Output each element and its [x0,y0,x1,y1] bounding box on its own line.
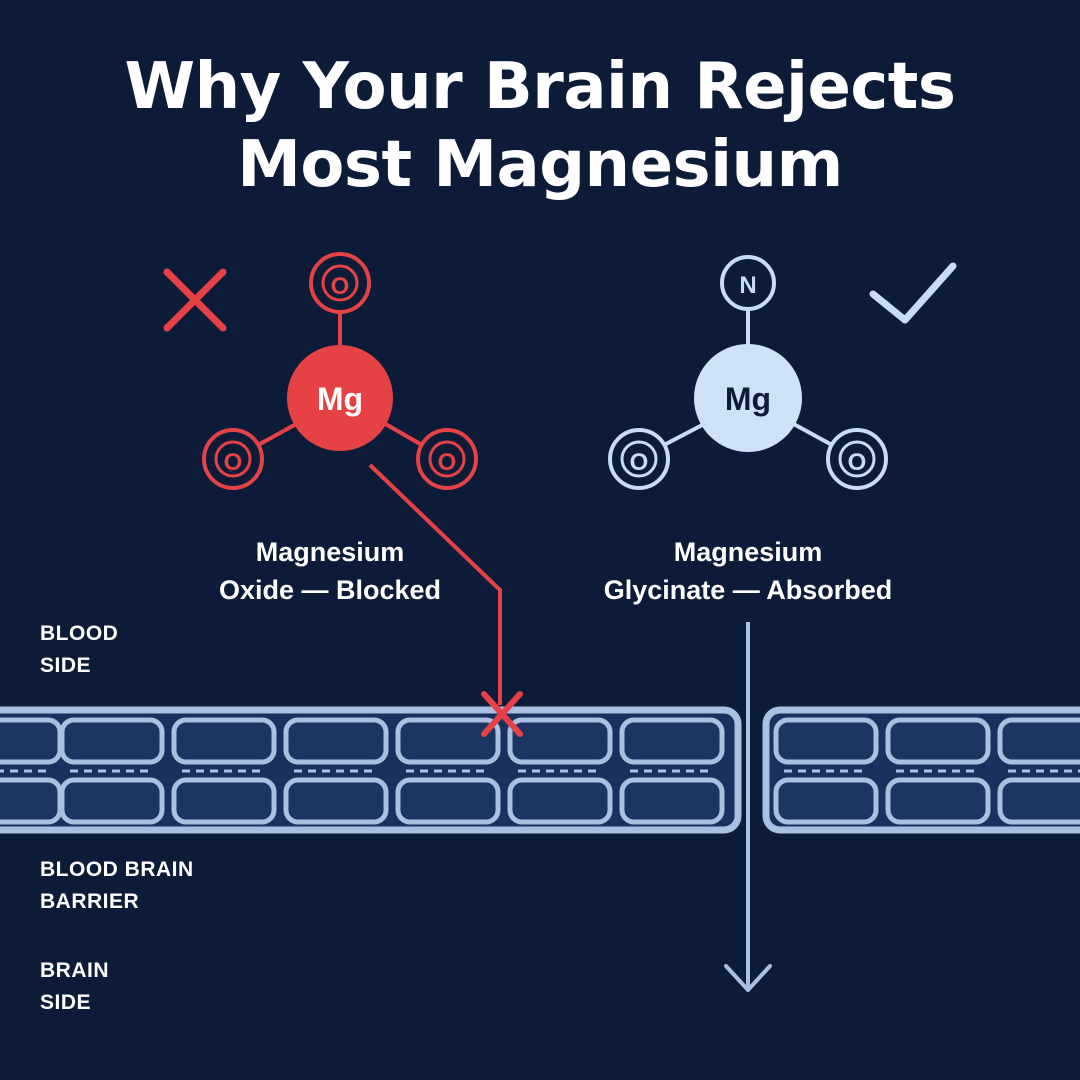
blood-brain-barrier [0,706,1080,834]
glycinate-atom-left-ring [608,428,670,490]
oxide-atom-top-inner [321,264,359,302]
barrier-cell-top [59,717,165,765]
oxide-caption-line-2: Oxide — Blocked [218,575,442,605]
barrier-cell-top [885,717,991,765]
glycinate-caption: Magnesium Glycinate — Absorbed [538,533,958,609]
glycinate-caption-line-2: Glycinate — Absorbed [603,575,893,605]
barrier-cell [619,717,725,825]
oxide-bond-right [381,420,423,447]
barrier-cell-top [171,717,277,765]
checkmark-icon [869,262,957,324]
barrier-cell [507,717,613,825]
barrier-cell [395,717,501,825]
barrier-cell-bottom [619,777,725,825]
glycinate-atom-top-label: N [739,272,756,299]
barrier-cell-top [997,717,1080,765]
glycinate-caption-line-1: Magnesium [673,537,823,567]
barrier-cell-top [283,717,389,765]
barrier-cell-bottom [283,777,389,825]
blocked-x-icon [481,691,523,737]
barrier-cells-right [773,717,1080,825]
glycinate-atom-right-label: O [848,449,867,476]
barrier-cell-top [0,717,63,765]
barrier-cell-top [773,717,879,765]
glycinate-atom-top-ring [720,255,776,311]
glycinate-atom-left-label: O [630,449,649,476]
oxide-atom-top-ring [309,252,371,314]
oxide-atom-right-ring [416,428,478,490]
glycinate-mg-label: Mg [725,381,771,417]
blood-side-line-2: SIDE [40,654,92,677]
glycinate-atom-right-inner [838,440,876,478]
barrier-cell-bottom [171,777,277,825]
barrier-cell [59,717,165,825]
blood-side-label: BLOOD SIDE [40,618,300,682]
glycinate-mg-atom [694,344,802,452]
oxide-atom-right-inner [428,440,466,478]
glycinate-molecule [608,255,888,490]
barrier-cell-bottom [59,777,165,825]
barrier-cell-bottom [395,777,501,825]
oxide-atom-labels: Mg O O O [224,273,457,476]
barrier-cell-bottom [997,777,1080,825]
page-title: Why Your Brain Rejects Most Magnesium [0,48,1080,204]
barrier-cell-bottom [0,777,63,825]
glycinate-bond-right [789,420,833,447]
barrier-cell [171,717,277,825]
brain-side-line-2: SIDE [40,991,92,1014]
brain-side-line-1: BRAIN [40,959,109,982]
barrier-cell [773,717,879,825]
barrier-cell [885,717,991,825]
oxide-caption: Magnesium Oxide — Blocked [120,533,540,609]
cross-icon [163,268,227,332]
oxide-atom-left-ring [202,428,264,490]
glycinate-atom-left-inner [620,440,658,478]
barrier-cells-left [0,717,725,825]
barrier-cell-top [619,717,725,765]
oxide-atom-left-label: O [224,449,243,476]
barrier-cell-top [507,717,613,765]
arrow-down-icon [724,964,772,992]
barrier-cell [283,717,389,825]
glycinate-bond-left [663,420,709,447]
blocked-path-line [368,463,502,705]
oxide-mg-atom [287,345,393,451]
blood-side-line-1: BLOOD [40,622,119,645]
glycinate-atom-labels: Mg N O O [630,272,867,476]
title-line-2: Most Magnesium [237,128,843,202]
barrier-cell-top [395,717,501,765]
oxide-mg-label: Mg [317,381,363,417]
barrier-cell-bottom [507,777,613,825]
barrier-cell-bottom [773,777,879,825]
oxide-molecule [202,252,478,490]
oxide-atom-right-label: O [438,449,457,476]
oxide-atom-left-inner [214,440,252,478]
barrier-label-line-1: BLOOD BRAIN [40,858,194,881]
oxide-bond-left [257,420,301,447]
oxide-atom-top-label: O [331,273,350,300]
oxide-caption-line-1: Magnesium [255,537,405,567]
glycinate-atom-right-ring [826,428,888,490]
barrier-cell [0,717,63,825]
brain-side-label: BRAIN SIDE [40,955,300,1019]
title-line-1: Why Your Brain Rejects [124,50,956,124]
barrier-cell-bottom [885,777,991,825]
barrier-cell [997,717,1080,825]
barrier-label-line-2: BARRIER [40,890,140,913]
barrier-label: BLOOD BRAIN BARRIER [40,854,300,918]
